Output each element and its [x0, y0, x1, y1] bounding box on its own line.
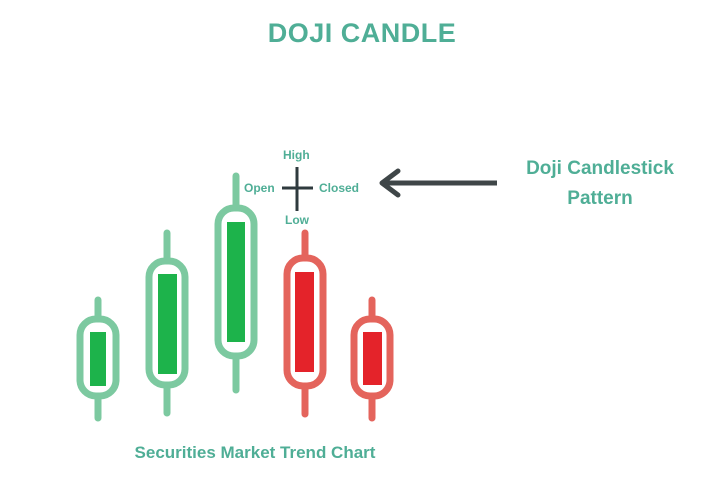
- doji-open-label: Open: [244, 181, 275, 195]
- pointer-arrow-head: [379, 168, 401, 198]
- doji-cross: [282, 167, 313, 211]
- doji-callout-line-1: Doji Candlestick: [526, 158, 674, 179]
- candle-3: [214, 172, 258, 394]
- doji-low-label: Low: [285, 213, 309, 227]
- chart-caption: Securities Market Trend Chart: [134, 443, 376, 462]
- candle-2-body: [158, 274, 177, 374]
- candle-2: [145, 229, 189, 417]
- page-title: DOJI CANDLE: [267, 18, 457, 48]
- candle-3-body: [227, 222, 245, 342]
- pointer-arrow: [379, 168, 497, 198]
- candle-1-body: [90, 332, 106, 386]
- candle-1: [76, 296, 120, 422]
- doji-callout-line-2: Pattern: [567, 188, 633, 209]
- candle-5: [350, 296, 394, 422]
- candle-4-body: [295, 272, 314, 372]
- doji-high-label: High: [283, 148, 310, 162]
- candle-4: [283, 229, 327, 418]
- doji-callout: Doji Candlestick Pattern: [505, 154, 695, 214]
- candle-5-body: [363, 332, 382, 385]
- doji-closed-label: Closed: [319, 181, 360, 195]
